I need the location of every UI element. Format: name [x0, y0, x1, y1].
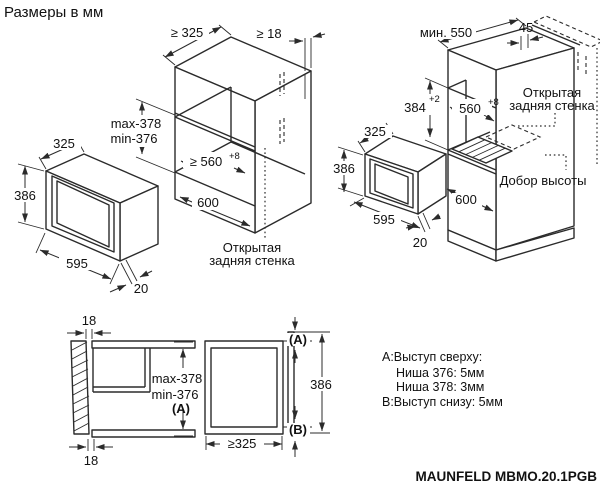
section-gap-bottom-label: 18 — [84, 453, 98, 468]
spacer-back-dashed — [484, 124, 542, 150]
section-niche-outer — [204, 340, 284, 435]
wall-cabinet-hmin-label: min-376 — [111, 131, 158, 146]
column-oven-drawing: 325 386 595 20 — [330, 122, 447, 250]
left-oven-height-label: 386 — [14, 188, 36, 203]
page-title: Размеры в мм — [4, 4, 103, 21]
wall-cabinet-inner-width-tol: +8 — [229, 151, 240, 162]
wall-cabinet-inner-width-label: ≥ 560 — [190, 154, 222, 169]
height-spacer-label: Добор высоты — [500, 173, 587, 188]
section-front-height-label: 386 — [310, 377, 332, 392]
wall-cabinet-inner-width-dim: ≥ 560 +8 — [180, 151, 246, 174]
section-height-ref-label: (A) — [172, 401, 190, 416]
column-oven-width-label: 595 — [373, 212, 395, 227]
wall-cabinet-width-dim: 600 — [179, 195, 251, 227]
column-niche-height-dim: 384 +2 — [399, 77, 449, 151]
notes-block: A:Выступ сверху: Ниша 376: 5мм Ниша 378:… — [382, 350, 503, 409]
section-ref-b-label: (B) — [289, 422, 307, 437]
column-width-dim: 600 — [446, 188, 494, 212]
section-bottom-board — [91, 429, 196, 438]
column-width-label: 600 — [455, 192, 477, 207]
column-niche-height-tol: +2 — [429, 94, 440, 105]
section-front-frame — [287, 331, 295, 434]
column-niche-width-label: 560 — [459, 101, 481, 116]
column-back-gap-dim: 45 — [507, 20, 544, 50]
model-label: MAUNFELD MBMO.20.1PGB — [415, 469, 597, 484]
left-oven-frame-label: 20 — [134, 281, 148, 296]
column-niche-width-tol: +8 — [488, 97, 499, 108]
wall-cabinet-height-dim: max-378 min-376 — [106, 98, 176, 174]
column-oven-depth-dim: 325 — [357, 122, 394, 153]
column-oven-depth-label: 325 — [364, 124, 386, 139]
column-open-back-line2: задняя стенка — [509, 98, 595, 113]
note-line-1: A:Выступ сверху: — [382, 350, 482, 364]
section-ref-a: (A) — [287, 317, 310, 363]
open-back-label-line1: Открытая — [223, 240, 281, 255]
section-top-board — [91, 340, 196, 349]
wall-cabinet-width-label: 600 — [197, 195, 219, 210]
section-drawing: 18 18 max-378 min-376 (A) (A) — [67, 313, 337, 468]
column-niche-height-label: 384 — [404, 100, 426, 115]
open-back-wall-dashed — [532, 15, 600, 74]
wall-cabinet-drawing: ≥ 325 ≥ 18 max-378 min-376 ≥ 560 +8 — [106, 24, 326, 268]
section-ref-b: (B) — [287, 406, 310, 457]
section-hmin-label: min-376 — [152, 387, 199, 402]
section-oven-body — [92, 348, 151, 393]
note-line-3: Ниша 378: 3мм — [396, 380, 484, 394]
column-open-back-line1: Открытая — [523, 85, 581, 100]
open-back-label-line2: задняя стенка — [209, 253, 295, 268]
section-hmax-label: max-378 — [152, 371, 203, 386]
oven-front-face — [45, 170, 121, 262]
left-oven-drawing: 325 386 595 20 — [10, 136, 159, 296]
section-ref-a-label: (A) — [289, 332, 307, 347]
wall-cabinet-depth-dim: ≥ 325 — [162, 24, 232, 66]
hinge-marks — [279, 72, 285, 144]
wall-cabinet-panel-label: ≥ 18 — [256, 26, 281, 41]
note-line-4: B:Выступ снизу: 5мм — [382, 395, 503, 409]
left-oven-depth-label: 325 — [53, 136, 75, 151]
section-depth-label: ≥325 — [228, 436, 257, 451]
column-oven-height-label: 386 — [333, 161, 355, 176]
wall-cabinet-panel-dim: ≥ 18 — [256, 26, 326, 71]
column-oven-height-dim: 386 — [330, 146, 364, 197]
oven-door-glass — [56, 180, 110, 248]
section-gap-top-label: 18 — [82, 313, 96, 328]
column-oven-frame-dim: 20 — [405, 212, 442, 250]
wall-cabinet-depth-label: ≥ 325 — [171, 25, 203, 40]
wall-cabinet-hmax-label: max-378 — [111, 116, 162, 131]
left-oven-width-dim: 595 — [35, 232, 120, 285]
left-oven-frame-dim: 20 — [109, 259, 153, 296]
left-oven-depth-dim: 325 — [38, 136, 85, 170]
section-niche-inner — [210, 347, 278, 428]
column-plinth-side — [495, 227, 575, 262]
column-depth-dim: мин. 550 — [416, 17, 527, 49]
column-back-gap-label: 45 — [519, 20, 533, 35]
section-depth-dim: ≥325 — [205, 436, 283, 451]
section-gap-bottom-dim: 18 — [69, 439, 113, 468]
section-height-dim: max-378 min-376 (A) — [152, 341, 203, 437]
height-spacer-tray — [451, 136, 513, 164]
section-gap-top-dim: 18 — [67, 313, 111, 339]
section-front-height-dim: 386 — [306, 333, 337, 432]
wall-cabinet-open-back-note: Открытая задняя стенка — [209, 148, 296, 268]
oven-door-frame — [51, 175, 115, 253]
left-oven-width-label: 595 — [66, 256, 88, 271]
note-line-2: Ниша 376: 5мм — [396, 366, 484, 380]
column-niche-width-dim: 560 +8 — [449, 97, 499, 122]
wall-hatch-outline — [70, 340, 90, 435]
column-oven-width-dim: 595 — [349, 197, 421, 229]
column-oven-frame-label: 20 — [413, 235, 427, 250]
column-depth-label: мин. 550 — [420, 25, 472, 40]
column-drawing: мин. 550 45 384 +2 560 +8 6 — [399, 15, 600, 262]
left-oven-height-dim: 386 — [10, 163, 45, 230]
